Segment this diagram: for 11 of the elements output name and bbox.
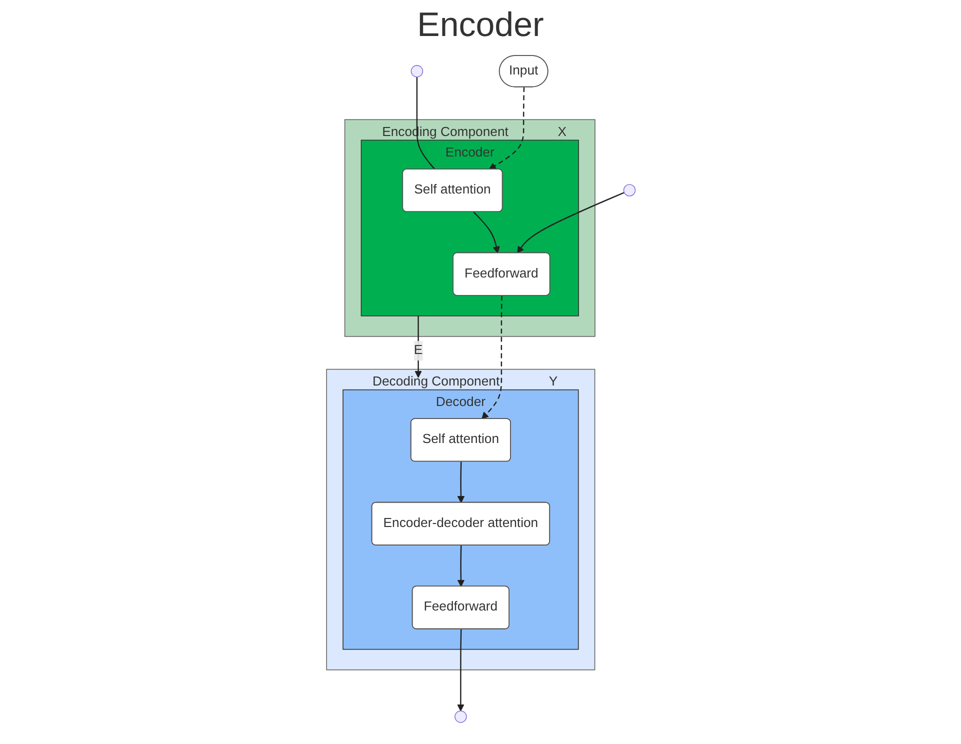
arrow [516,192,624,254]
edge-label: E [413,343,422,358]
diagram-title: Encoder [416,6,545,45]
arrow [414,316,422,378]
arrow [456,629,464,712]
arrow [456,545,464,587]
arrow [481,296,502,420]
arrow [456,462,464,504]
arrow [472,212,500,254]
arrow [488,87,524,170]
connector [416,76,435,170]
